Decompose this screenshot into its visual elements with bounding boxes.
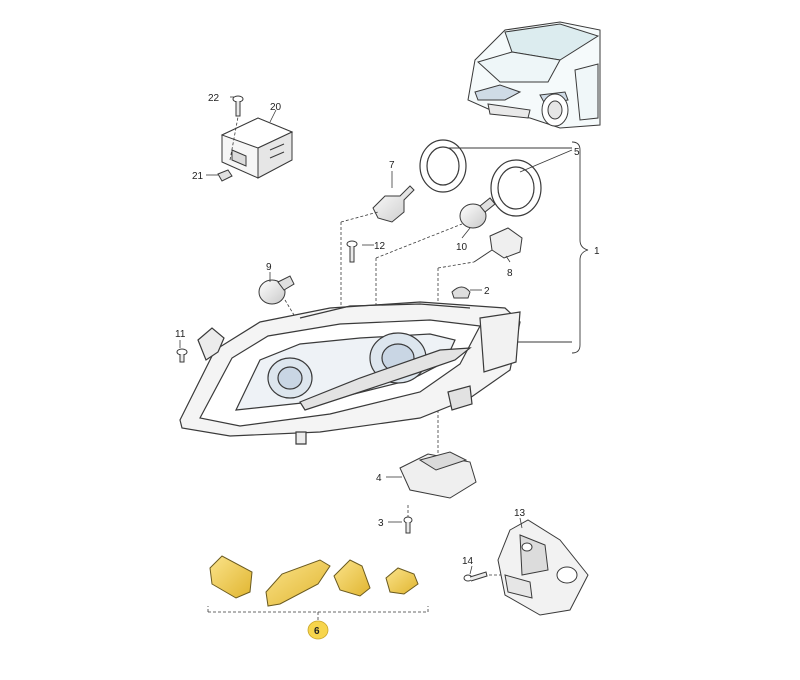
callout-10: 10	[456, 242, 468, 253]
callout-20: 20	[270, 102, 282, 113]
callout-9: 9	[266, 262, 272, 273]
callout-2: 2	[484, 286, 490, 297]
bulb-icon	[258, 185, 523, 305]
ring-icon	[419, 139, 542, 217]
callout-12: 12	[374, 241, 386, 252]
screw-icon	[403, 516, 413, 534]
callout-8: 8	[507, 268, 513, 279]
callout-leaders	[179, 96, 523, 575]
callout-6-badge: 6	[307, 620, 329, 640]
connector-icon	[217, 169, 233, 182]
callout-7: 7	[389, 160, 395, 171]
ballast-icon	[399, 451, 477, 499]
screw-icon	[232, 95, 244, 117]
callout-5: 5	[574, 147, 580, 158]
control-unit-icon	[220, 117, 294, 179]
screw-icon	[176, 240, 488, 582]
callout-11: 11	[175, 329, 186, 340]
assembly-lines	[284, 211, 512, 576]
callout-1: 1	[594, 246, 600, 257]
callout-14: 14	[462, 556, 474, 567]
callout-22: 22	[208, 93, 220, 104]
repair-kit-icon	[209, 555, 419, 607]
headlight-assembly-icon	[179, 301, 521, 445]
callout-6: 6	[314, 626, 320, 637]
callout-21: 21	[192, 171, 204, 182]
callout-3: 3	[378, 518, 384, 529]
callout-13: 13	[514, 508, 526, 519]
callout-4: 4	[376, 473, 382, 484]
bracket-icon	[497, 519, 589, 616]
group-bracket	[448, 141, 589, 354]
kit-bracket-line	[207, 606, 429, 620]
car-icon	[467, 21, 601, 129]
